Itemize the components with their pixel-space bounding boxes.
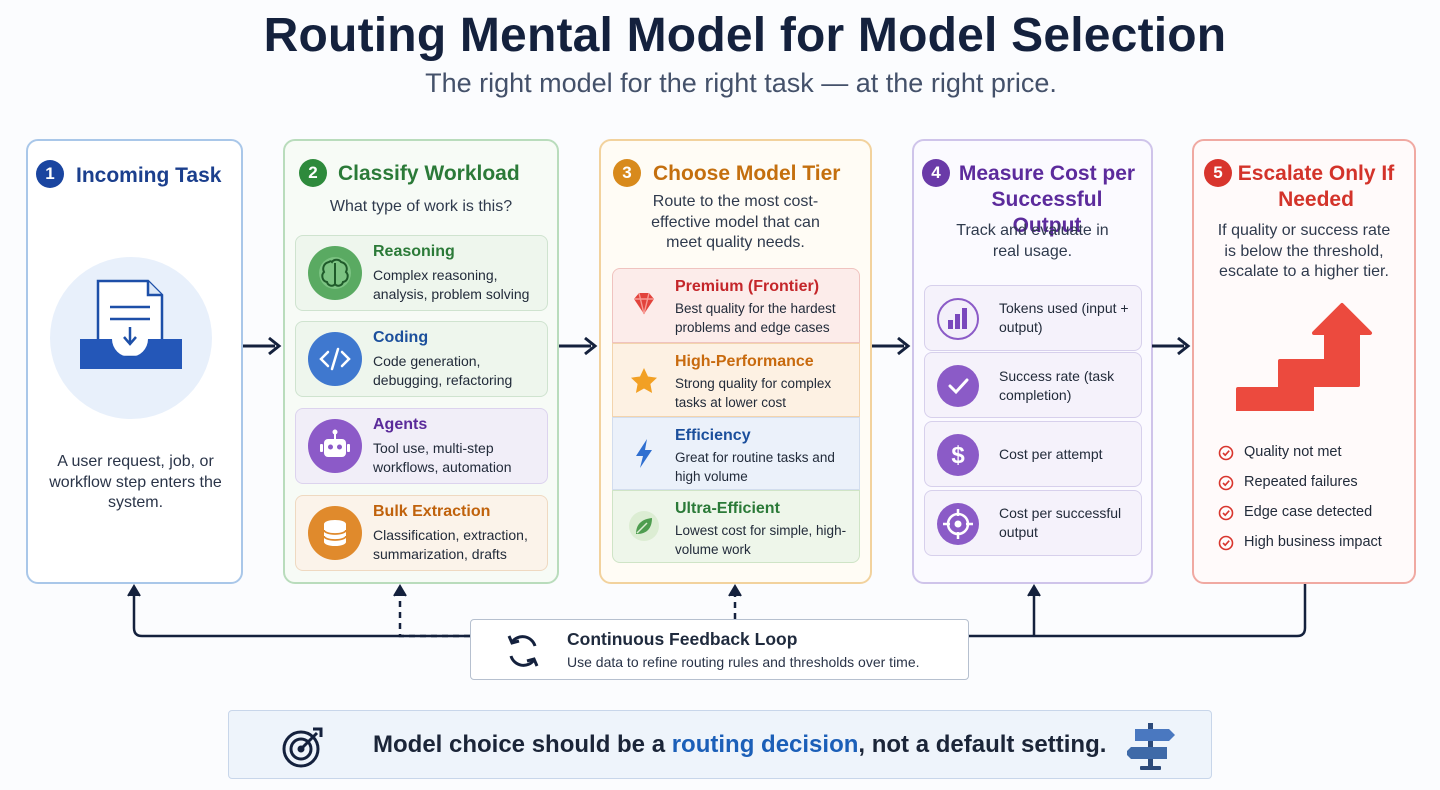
- banner-highlight: routing decision: [671, 731, 859, 758]
- step-number-badge: 5: [1204, 159, 1232, 187]
- flow-arrow-3-4: [872, 336, 911, 356]
- step-description: A user request, job, or workflow step en…: [49, 453, 222, 511]
- tier-desc: Lowest cost for simple, high-volume work: [675, 523, 847, 557]
- bar-chart-icon: [937, 298, 979, 340]
- tier-name: Ultra-Efficient: [675, 500, 780, 517]
- flow-arrow-2-3: [559, 336, 598, 356]
- step-title: Classify Workload: [338, 162, 520, 185]
- tier-efficiency: Efficiency Great for routine tasks and h…: [612, 417, 860, 490]
- tier-high-performance: High-Performance Strong quality for comp…: [612, 343, 860, 417]
- banner-text-start: Model choice should be a: [373, 731, 672, 758]
- escalate-arrow-icon: [1232, 301, 1382, 416]
- step-subtitle: Track and evaluate in real usage.: [956, 222, 1109, 260]
- tier-name: Premium (Frontier): [675, 278, 820, 295]
- metric-tokens-used: Tokens used (input + output): [924, 285, 1142, 351]
- target-arrow-icon: [281, 725, 325, 774]
- condition-label: Edge case detected: [1244, 504, 1373, 520]
- step-incoming-task: 1 Incoming Task A user request, job, or …: [26, 139, 243, 584]
- inbox-tray-icon: [50, 257, 212, 419]
- workload-name: Bulk Extraction: [373, 503, 491, 520]
- workload-name: Agents: [373, 416, 428, 433]
- condition-label: Quality not met: [1244, 444, 1342, 460]
- target-icon: [937, 503, 979, 545]
- check-circle-icon: [1218, 535, 1234, 551]
- workload-name: Reasoning: [373, 243, 455, 260]
- tier-ultra-efficient: Ultra-Efficient Lowest cost for simple, …: [612, 490, 860, 563]
- workload-bulk-extraction: Bulk Extraction Classification, extracti…: [295, 495, 548, 571]
- tier-name: Efficiency: [675, 427, 751, 444]
- workload-desc: Tool use, multi-step workflows, automati…: [373, 440, 512, 475]
- step-title: Escalate Only If Needed: [1237, 162, 1395, 211]
- code-icon: [308, 332, 362, 386]
- workload-desc: Code generation, debugging, refactoring: [373, 353, 513, 388]
- gem-icon: [627, 287, 661, 321]
- signpost-icon: [1125, 719, 1177, 778]
- step-title: Choose Model Tier: [653, 162, 841, 185]
- metric-cost-per-attempt: $ Cost per attempt: [924, 421, 1142, 487]
- banner-text: Model choice should be a routing decisio…: [373, 731, 1106, 759]
- workload-agents: Agents Tool use, multi-step workflows, a…: [295, 408, 548, 484]
- check-circle-icon: [1218, 505, 1234, 521]
- metric-label: Cost per attempt: [999, 446, 1103, 462]
- check-circle-icon: [1218, 475, 1234, 491]
- workload-coding: Coding Code generation, debugging, refac…: [295, 321, 548, 397]
- step-number-badge: 4: [922, 159, 950, 187]
- tier-desc: Strong quality for complex tasks at lowe…: [675, 376, 832, 410]
- metric-success-rate: Success rate (task completion): [924, 352, 1142, 418]
- page-subtitle: The right model for the right task — at …: [425, 68, 1057, 98]
- metric-cost-per-success: Cost per successful output: [924, 490, 1142, 556]
- check-circle-icon: [937, 365, 979, 407]
- robot-icon: [308, 419, 362, 473]
- step-subtitle: Route to the most cost-effective model t…: [651, 193, 820, 251]
- star-icon: [627, 364, 661, 398]
- condition-label: Repeated failures: [1244, 474, 1358, 490]
- metric-label: Cost per successful output: [999, 505, 1122, 540]
- step-subtitle: If quality or success rate is below the …: [1217, 222, 1391, 280]
- banner-text-end: , not a default setting.: [858, 731, 1107, 758]
- workload-reasoning: Reasoning Complex reasoning, analysis, p…: [295, 235, 548, 311]
- flow-arrow-4-5: [1152, 336, 1191, 356]
- step-number-badge: 2: [299, 159, 327, 187]
- feedback-loop-box: Continuous Feedback Loop Use data to ref…: [470, 619, 969, 680]
- step-classify-workload: 2 Classify Workload What type of work is…: [283, 139, 559, 584]
- tier-name: High-Performance: [675, 353, 814, 370]
- leaf-icon: [627, 509, 661, 543]
- step-escalate: 5 Escalate Only If Needed If quality or …: [1192, 139, 1416, 584]
- brain-icon: [308, 246, 362, 300]
- condition-label: High business impact: [1244, 534, 1382, 550]
- feedback-loop-connectors: [127, 584, 1307, 638]
- check-circle-icon: [1218, 445, 1234, 461]
- step-choose-model-tier: 3 Choose Model Tier Route to the most co…: [599, 139, 872, 584]
- lightning-icon: [627, 436, 661, 470]
- workload-desc: Complex reasoning, analysis, problem sol…: [373, 267, 530, 302]
- step-measure-cost: 4 Measure Cost per Successful Output Tra…: [912, 139, 1153, 584]
- workload-name: Coding: [373, 329, 429, 346]
- refresh-cycle-icon: [501, 629, 545, 678]
- tier-desc: Great for routine tasks and high volume: [675, 450, 835, 484]
- step-title: Incoming Task: [76, 164, 222, 187]
- page-title: Routing Mental Model for Model Selection: [263, 9, 1227, 62]
- feedback-description: Use data to refine routing rules and thr…: [567, 654, 920, 670]
- step-number-badge: 1: [36, 160, 64, 188]
- flow-arrow-1-2: [243, 336, 282, 356]
- metric-label: Tokens used (input + output): [999, 300, 1129, 335]
- bottom-banner: Model choice should be a routing decisio…: [228, 710, 1212, 779]
- step-subtitle: What type of work is this?: [329, 198, 513, 215]
- svg-text:$: $: [951, 442, 965, 469]
- metric-label: Success rate (task completion): [999, 368, 1115, 403]
- tier-desc: Best quality for the hardest problems an…: [675, 301, 836, 335]
- step-number-badge: 3: [613, 159, 641, 187]
- feedback-title: Continuous Feedback Loop: [567, 629, 798, 649]
- dollar-icon: $: [937, 434, 979, 476]
- step-title: Measure Cost per Successful Output: [958, 162, 1136, 237]
- database-icon: [308, 506, 362, 560]
- workload-desc: Classification, extraction, summarizatio…: [373, 527, 528, 562]
- tier-premium: Premium (Frontier) Best quality for the …: [612, 268, 860, 343]
